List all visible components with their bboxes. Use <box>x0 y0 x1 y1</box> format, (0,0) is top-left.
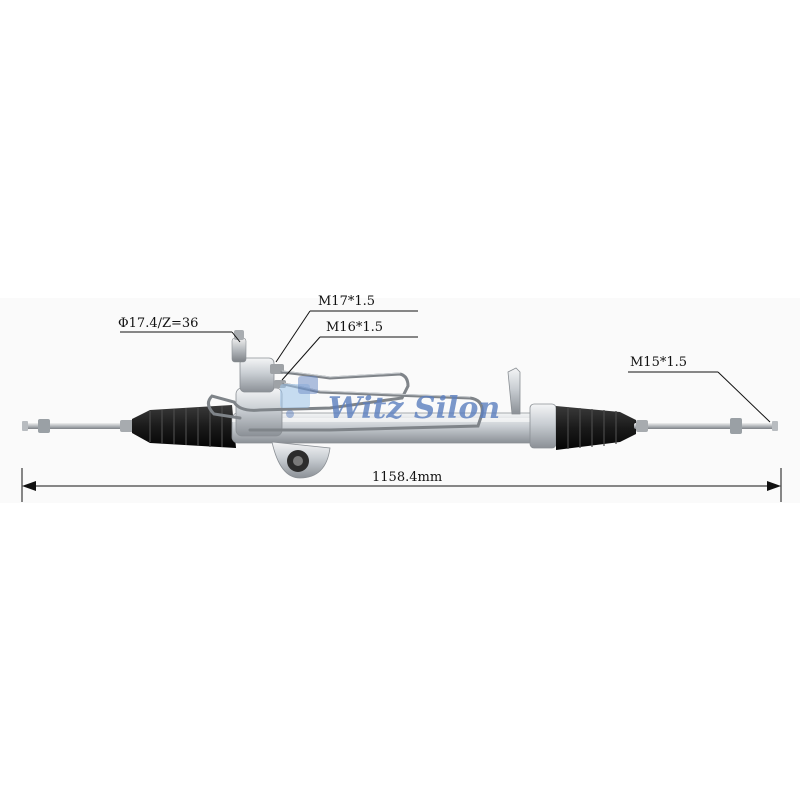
dimension-right-arrow-icon <box>767 481 781 491</box>
right-boot-ribs <box>567 407 617 449</box>
left-tie-rod <box>22 419 134 433</box>
pinion-spec-label: Φ17.4/Z=36 <box>118 316 198 331</box>
right-tie-rod <box>634 418 778 434</box>
length-dimension <box>21 468 782 502</box>
annotation-leaders <box>120 310 771 423</box>
right-bracket <box>507 367 521 415</box>
return-port-label: M16*1.5 <box>326 320 383 335</box>
tie-rod-thread-label: M15*1.5 <box>630 355 687 370</box>
watermark-text: Witz Silon <box>328 391 500 426</box>
pressure-port-label: M17*1.5 <box>318 294 375 309</box>
dimension-left-arrow-icon <box>22 481 36 491</box>
left-boot <box>132 405 236 448</box>
mount-bushing <box>271 441 331 479</box>
steering-rack <box>22 330 778 479</box>
right-collar <box>529 403 557 449</box>
hydraulic-lines <box>207 370 484 432</box>
watermark-logo-icon <box>280 376 318 418</box>
overall-length-label: 1158.4mm <box>372 470 442 485</box>
watermark: Witz Silon <box>280 376 500 426</box>
left-boot-ribs <box>149 406 223 447</box>
